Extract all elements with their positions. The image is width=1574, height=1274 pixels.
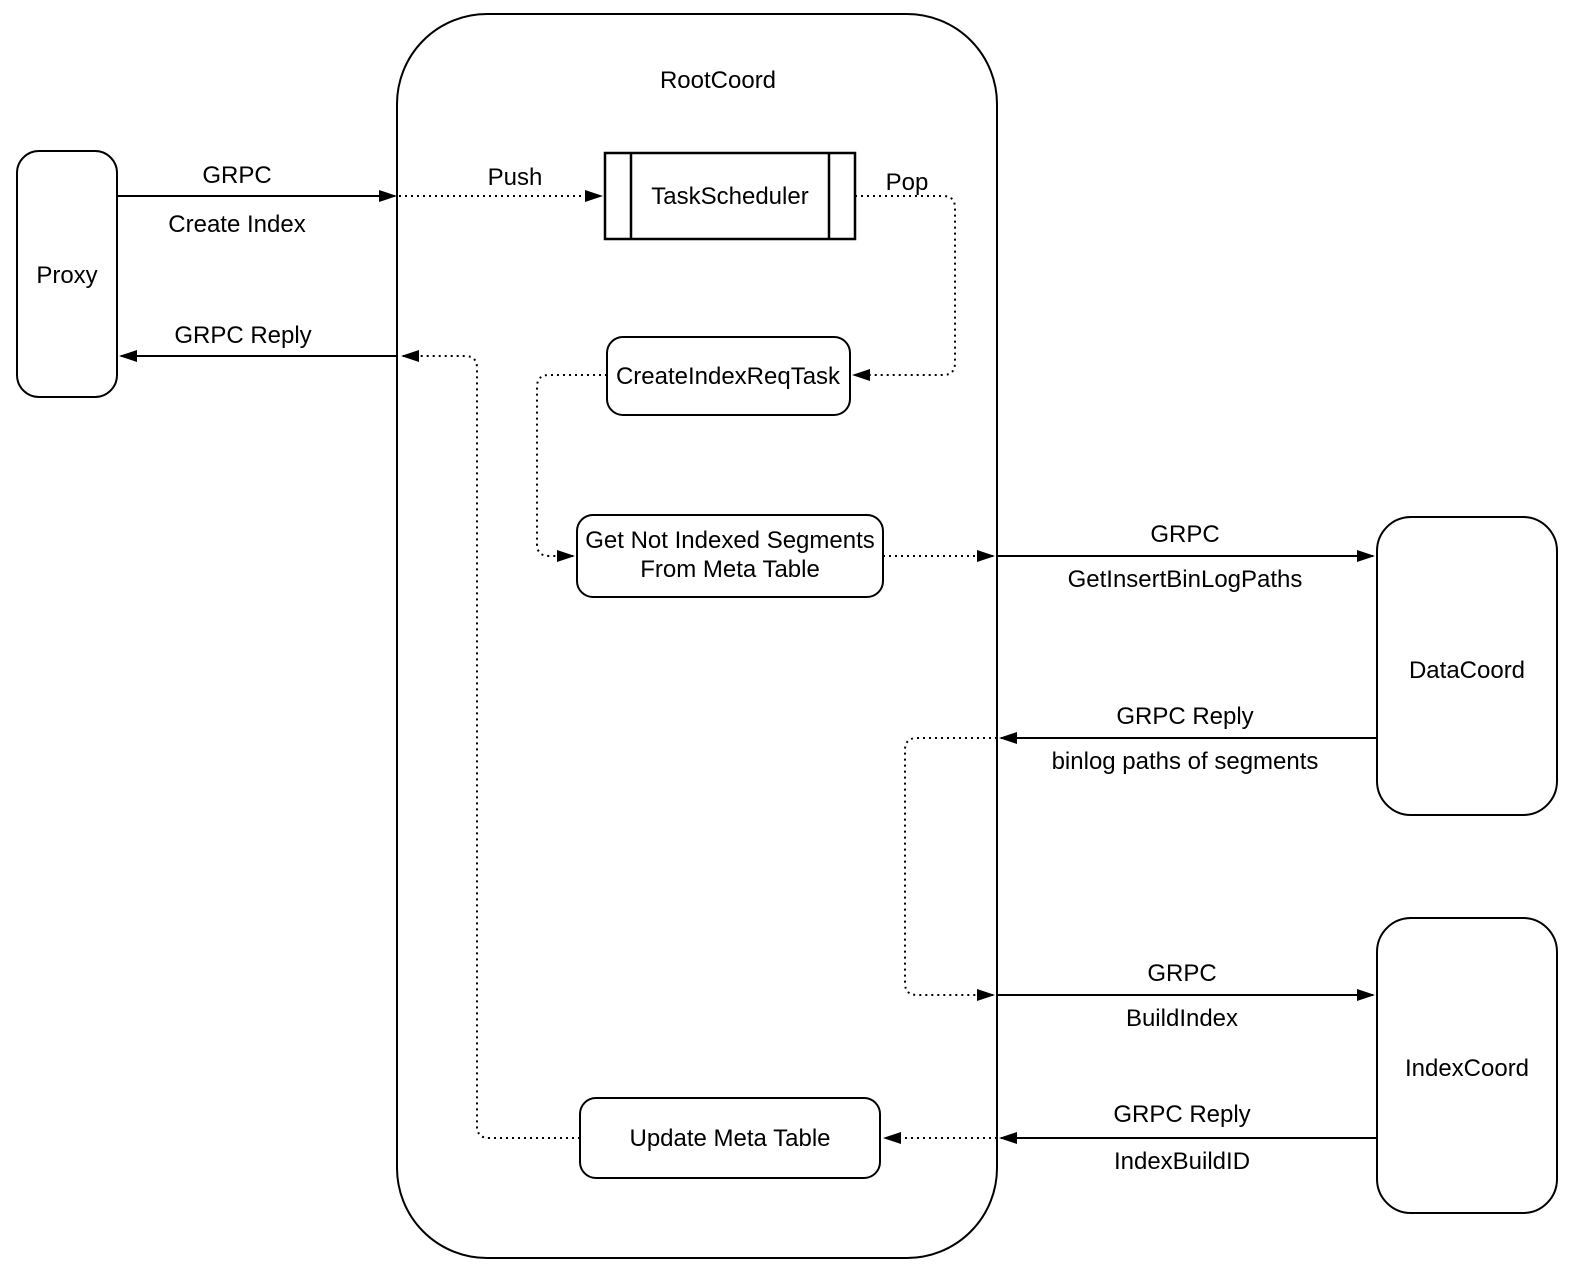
get-not-indexed-segments-label-line2: From Meta Table (640, 556, 820, 583)
taskscheduler-node (603, 151, 857, 241)
edge-indexcoord-reply-message-label: IndexBuildID (1114, 1148, 1250, 1175)
edge-update-meta-to-boundary (401, 350, 580, 1139)
rootcoord-container (396, 13, 998, 1259)
edge-grpc-reply-proxy-label: GRPC Reply (174, 322, 311, 349)
proxy-label: Proxy (36, 262, 97, 289)
indexcoord-node (1376, 917, 1558, 1214)
edge-getinsertbinlogpaths-message-label: GetInsertBinLogPaths (1068, 566, 1303, 593)
edge-pop (852, 195, 956, 381)
datacoord-label: DataCoord (1409, 657, 1525, 684)
edge-buildindex-message-label: BuildIndex (1126, 1005, 1238, 1032)
edge-pop-label: Pop (886, 169, 929, 196)
edge-grpc-create-index-protocol-label: GRPC (202, 162, 271, 189)
edge-reply-loop (904, 737, 997, 1001)
datacoord-node (1376, 516, 1558, 816)
create-index-req-task-label: CreateIndexReqTask (616, 363, 841, 390)
edge-datacoord-reply-protocol-label: GRPC Reply (1116, 703, 1253, 730)
proxy-node (16, 150, 118, 398)
indexcoord-label: IndexCoord (1405, 1055, 1529, 1082)
edge-push-label: Push (488, 164, 543, 191)
edge-getinsertbinlogpaths-protocol-label: GRPC (1150, 521, 1219, 548)
edge-grpc-create-index-message-label: Create Index (168, 211, 305, 238)
update-meta-table-label: Update Meta Table (629, 1125, 830, 1152)
get-not-indexed-segments-label-line1: Get Not Indexed Segments (585, 527, 875, 554)
edge-datacoord-reply-message-label: binlog paths of segments (1052, 748, 1319, 775)
taskscheduler-label: TaskScheduler (651, 183, 808, 210)
edge-indexcoord-reply-protocol-label: GRPC Reply (1113, 1101, 1250, 1128)
rootcoord-label: RootCoord (660, 67, 776, 94)
edge-buildindex-protocol-label: GRPC (1147, 960, 1216, 987)
